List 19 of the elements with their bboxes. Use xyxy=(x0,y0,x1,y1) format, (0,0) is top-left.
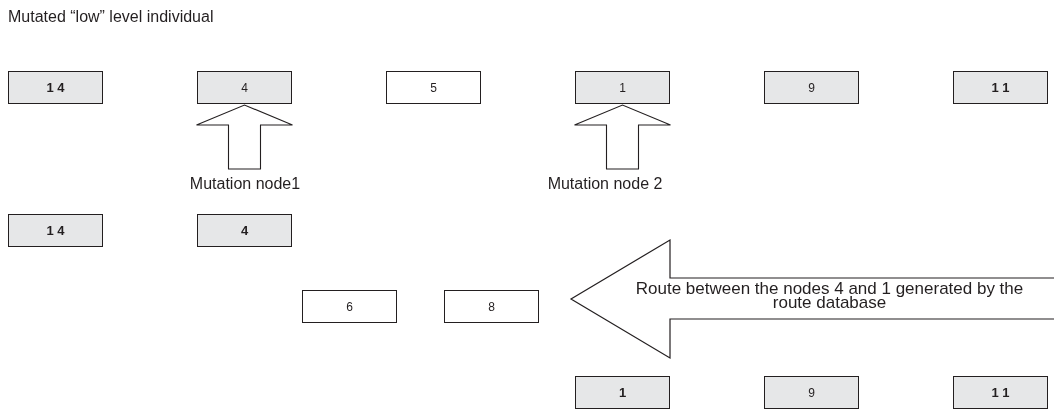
node-box: 4 xyxy=(197,71,292,104)
diagram-title: Mutated “low” level individual xyxy=(8,8,214,26)
node-box: 4 xyxy=(197,214,292,247)
node-box: 1 1 xyxy=(953,71,1048,104)
mutation-label: Mutation node 2 xyxy=(547,175,663,193)
node-box: 1 xyxy=(575,376,670,409)
node-box: 9 xyxy=(764,376,859,409)
node-box: 8 xyxy=(444,290,539,323)
node-box: 6 xyxy=(302,290,397,323)
node-box: 1 xyxy=(575,71,670,104)
node-box: 9 xyxy=(764,71,859,104)
mutation-label: Mutation node1 xyxy=(189,175,301,193)
block-arrow-connector xyxy=(195,104,294,170)
node-box: 1 4 xyxy=(8,214,103,247)
node-box: 1 1 xyxy=(953,376,1048,409)
node-box: 1 4 xyxy=(8,71,103,104)
node-box: 5 xyxy=(386,71,481,104)
block-arrow-connector xyxy=(573,104,672,170)
route-description: Route between the nodes 4 and 1 generated by the route database xyxy=(634,282,1025,310)
